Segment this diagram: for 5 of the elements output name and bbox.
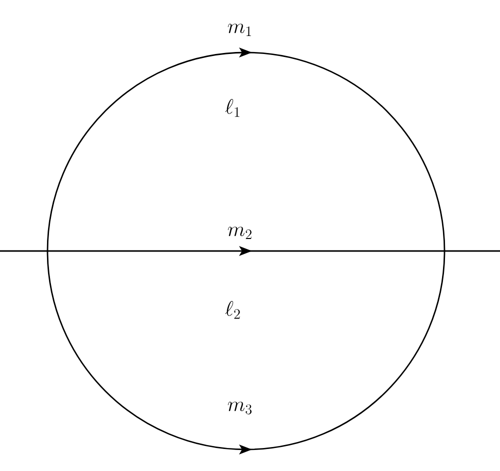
- math-label: $\ell_1$: [225, 99, 240, 117]
- math-label: $m_2$: [228, 226, 252, 240]
- math-label: $m_3$: [228, 402, 252, 414]
- math-label: $m_1$: [228, 24, 251, 36]
- math-label: $\ell_2$: [225, 301, 240, 319]
